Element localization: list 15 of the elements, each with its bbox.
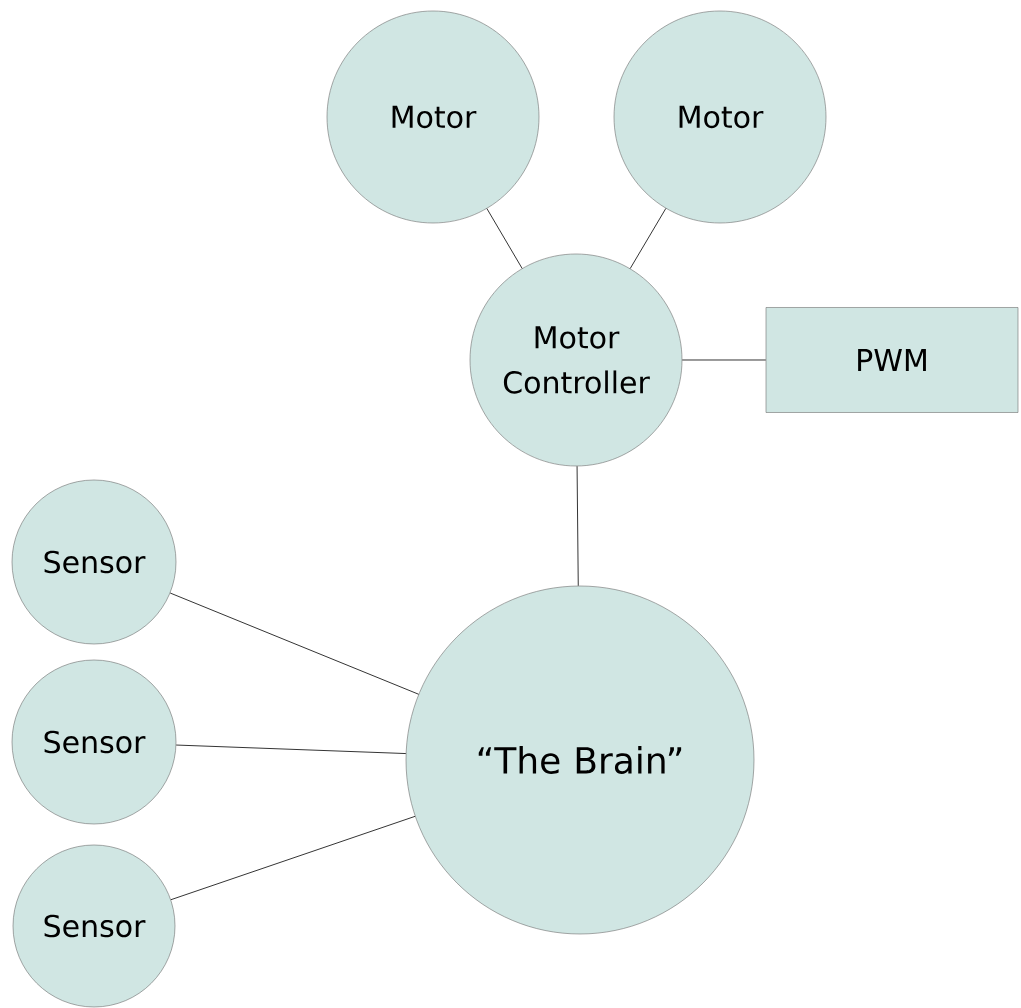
connector-line (169, 592, 419, 695)
connector-line (170, 815, 416, 901)
circle-node: Motor (326, 10, 540, 224)
circle-node: Sensor (11, 479, 177, 645)
connector-line (175, 744, 407, 754)
connector-line (681, 359, 767, 361)
circle-node: Motor Controller (469, 253, 683, 467)
circle-node: Sensor (12, 844, 176, 1008)
circle-node: “The Brain” (405, 585, 755, 935)
circle-node: Sensor (11, 659, 177, 825)
circle-node: Motor (613, 10, 827, 224)
connector-line (629, 208, 667, 269)
pwm-box: PWM (765, 307, 1019, 413)
connector-line (576, 465, 579, 587)
connector-line (486, 208, 523, 269)
